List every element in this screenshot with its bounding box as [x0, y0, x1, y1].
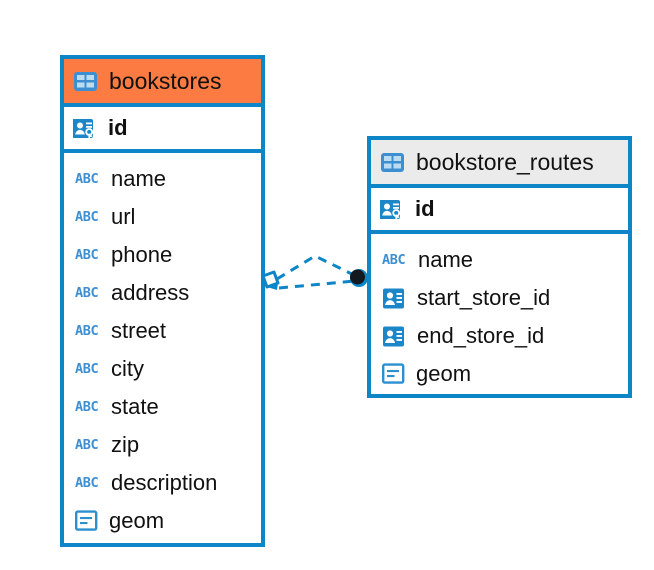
- text-type-icon-label: ABC: [382, 252, 406, 268]
- text-type-icon-label: ABC: [75, 209, 99, 225]
- field-label-city: city: [111, 356, 144, 381]
- field-label-name: name: [111, 166, 167, 191]
- field-row-street[interactable]: ABC street: [64, 312, 261, 350]
- text-type-icon-label: ABC: [75, 437, 99, 453]
- text-type-icon-label: ABC: [75, 323, 99, 339]
- text-type-icon: ABC: [75, 321, 101, 341]
- field-row-url[interactable]: ABC url: [64, 198, 261, 236]
- primary-key-icon: [380, 197, 405, 222]
- entity-bookstore-routes-header[interactable]: bookstore_routes: [371, 140, 628, 188]
- geometry-type-icon: [75, 510, 99, 532]
- foreign-key-icon: [382, 287, 407, 310]
- field-row-phone[interactable]: ABC phone: [64, 236, 261, 274]
- field-row-start-store-id[interactable]: start_store_id: [371, 279, 628, 317]
- relationship-line-upper: [276, 254, 357, 281]
- entity-bookstore-routes-title: bookstore_routes: [416, 148, 594, 175]
- field-label-street: street: [111, 318, 167, 343]
- text-type-icon-label: ABC: [75, 399, 99, 415]
- text-type-icon: ABC: [75, 435, 101, 455]
- field-row-geom[interactable]: geom: [64, 502, 261, 540]
- text-type-icon: ABC: [75, 397, 101, 417]
- text-type-icon-label: ABC: [75, 285, 99, 301]
- field-label-address: address: [111, 280, 190, 305]
- field-label-url: url: [111, 204, 136, 229]
- geometry-type-icon: [382, 363, 406, 385]
- field-row-id[interactable]: id: [64, 107, 261, 153]
- field-label-id: id: [415, 196, 435, 221]
- text-type-icon-label: ABC: [75, 171, 99, 187]
- text-type-icon-label: ABC: [75, 475, 99, 491]
- field-label-phone: phone: [111, 242, 173, 267]
- field-row-name[interactable]: ABC name: [64, 160, 261, 198]
- table-icon: [73, 69, 98, 94]
- text-type-icon: ABC: [75, 283, 101, 303]
- field-label-geom: geom: [109, 508, 165, 533]
- entity-bookstores-fields: ABC name ABC url ABC phone ABC: [64, 153, 261, 540]
- text-type-icon: ABC: [75, 473, 101, 493]
- field-label-end-store-id: end_store_id: [417, 323, 545, 348]
- text-type-icon: ABC: [75, 245, 101, 265]
- field-label-description: description: [111, 470, 218, 495]
- entity-bookstores-header[interactable]: bookstores: [64, 59, 261, 107]
- field-row-geom[interactable]: geom: [371, 355, 628, 393]
- field-label-name: name: [418, 247, 474, 272]
- foreign-key-icon: [382, 325, 407, 348]
- field-label-state: state: [111, 394, 159, 419]
- field-label-id: id: [108, 115, 128, 140]
- text-type-icon: ABC: [75, 169, 101, 189]
- text-type-icon: ABC: [75, 207, 101, 227]
- field-row-name[interactable]: ABC name: [371, 241, 628, 279]
- text-type-icon: ABC: [382, 250, 408, 270]
- text-type-icon-label: ABC: [75, 247, 99, 263]
- field-row-id[interactable]: id: [371, 188, 628, 234]
- field-label-zip: zip: [111, 432, 140, 457]
- relationship-connector[interactable]: [255, 240, 375, 310]
- field-label-geom: geom: [416, 361, 472, 386]
- field-row-address[interactable]: ABC address: [64, 274, 261, 312]
- field-label-start-store-id: start_store_id: [417, 285, 551, 310]
- table-icon: [380, 150, 405, 175]
- text-type-icon-label: ABC: [75, 361, 99, 377]
- field-row-end-store-id[interactable]: end_store_id: [371, 317, 628, 355]
- field-row-city[interactable]: ABC city: [64, 350, 261, 388]
- relationship-line-lower: [278, 279, 356, 290]
- diamond-endpoint: [261, 270, 280, 290]
- entity-bookstores[interactable]: bookstores id ABC: [60, 55, 265, 547]
- text-type-icon: ABC: [75, 359, 101, 379]
- filled-circle-endpoint: [350, 269, 368, 287]
- entity-bookstore-routes[interactable]: bookstore_routes id ABC: [367, 136, 632, 398]
- entity-bookstore-routes-fields: ABC name start_store_id: [371, 234, 628, 393]
- field-row-description[interactable]: ABC description: [64, 464, 261, 502]
- entity-bookstores-title: bookstores: [109, 67, 222, 94]
- primary-key-icon: [73, 116, 98, 141]
- field-row-zip[interactable]: ABC zip: [64, 426, 261, 464]
- field-row-state[interactable]: ABC state: [64, 388, 261, 426]
